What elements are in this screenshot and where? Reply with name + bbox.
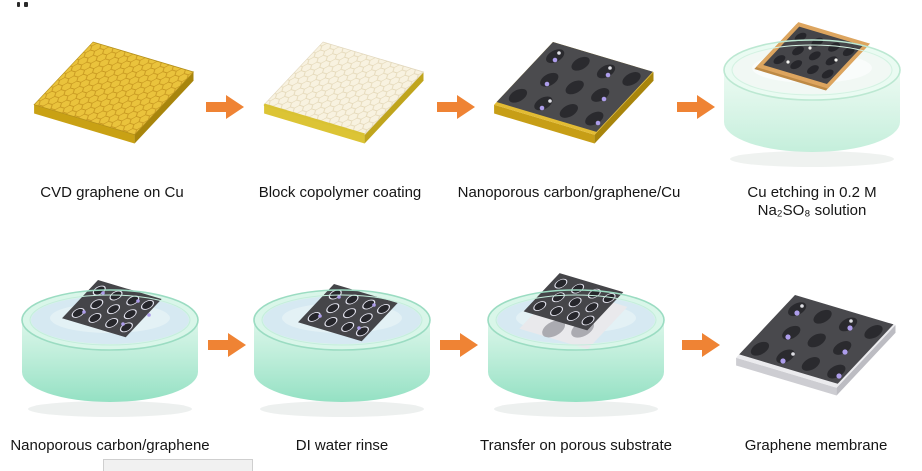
dish-front-wall — [488, 320, 664, 402]
dish-rim-outline — [253, 289, 431, 351]
dish-shadow — [730, 151, 894, 167]
floating-film — [298, 284, 398, 342]
illustration-cu-etching-dish — [723, 22, 901, 167]
illustration-film-floating — [21, 280, 199, 417]
process-arrow — [208, 333, 246, 357]
dish-front-wall — [22, 320, 198, 402]
step-label-film-floating: Nanoporous carbon/graphene — [10, 437, 210, 454]
browser-statusbar-artifact — [103, 459, 253, 471]
plate-right-edge — [364, 72, 424, 144]
hole-highlights — [791, 304, 853, 356]
process-arrow — [437, 95, 475, 119]
polymer-residue-dots — [539, 57, 611, 126]
dish-inner-rim — [731, 44, 893, 96]
dish-front-wall — [254, 320, 430, 402]
process-arrow — [682, 333, 720, 357]
hole-highlights — [786, 46, 838, 64]
illustration-nanoporous-film-on-cu — [494, 42, 654, 144]
plate-front-edge — [494, 104, 595, 144]
porous-film-top — [494, 42, 654, 135]
dish-rim-outline — [21, 289, 199, 351]
illustration-transfer-on-substrate — [487, 273, 665, 417]
dish-shadow — [494, 401, 658, 417]
illustration-block-copolymer-coating — [263, 41, 425, 144]
step-label-di-water-rinse: DI water rinse — [295, 437, 389, 454]
step-label-copolymer: Block copolymer coating — [258, 184, 422, 201]
film-on-substrate — [519, 273, 628, 350]
illustration-graphene-membrane — [736, 295, 896, 396]
process-arrow — [440, 333, 478, 357]
dish-shadow — [260, 401, 424, 417]
polymer-residue-dots — [780, 310, 853, 379]
hole-highlights — [548, 51, 612, 103]
polymer-residue-dots — [318, 295, 376, 330]
step-label-cu-etching: Cu etching in 0.2 M Na₂SO₈ solution — [747, 184, 877, 219]
illustration-di-water-rinse — [253, 284, 431, 417]
dish-inner-rim — [29, 294, 191, 346]
step-label-cvd-graphene: CVD graphene on Cu — [40, 184, 184, 201]
process-arrow — [677, 95, 715, 119]
dish-inner-rim — [495, 294, 657, 346]
coated-plate-top — [263, 41, 425, 136]
plate-right-edge — [134, 72, 194, 144]
dish-rim-outline — [723, 39, 901, 101]
dish-front-wall — [724, 70, 900, 152]
plate-front-edge — [264, 104, 365, 144]
plate-front-edge — [34, 104, 135, 144]
substrate-right-edge — [836, 325, 896, 396]
dish-rim-outline — [487, 289, 665, 351]
copper-rim — [263, 103, 365, 136]
illustration-cvd-graphene-on-cu — [33, 41, 195, 144]
crop-artifact-top-left — [17, 2, 33, 9]
substrate-hole — [542, 320, 566, 338]
dish-shadow — [28, 401, 192, 417]
floating-film — [62, 280, 162, 338]
copper-plate-top — [33, 41, 195, 136]
process-arrow — [206, 95, 244, 119]
step-label-membrane: Graphene membrane — [744, 437, 888, 454]
dish-inner-rim — [261, 294, 423, 346]
step-label-transfer: Transfer on porous substrate — [479, 437, 673, 454]
membrane-top — [736, 295, 896, 388]
polymer-residue-dots — [82, 291, 151, 326]
plate-right-edge — [594, 72, 654, 144]
step-label-nanoporous-cu: Nanoporous carbon/graphene/Cu — [457, 184, 681, 201]
substrate-front-edge — [736, 357, 837, 396]
